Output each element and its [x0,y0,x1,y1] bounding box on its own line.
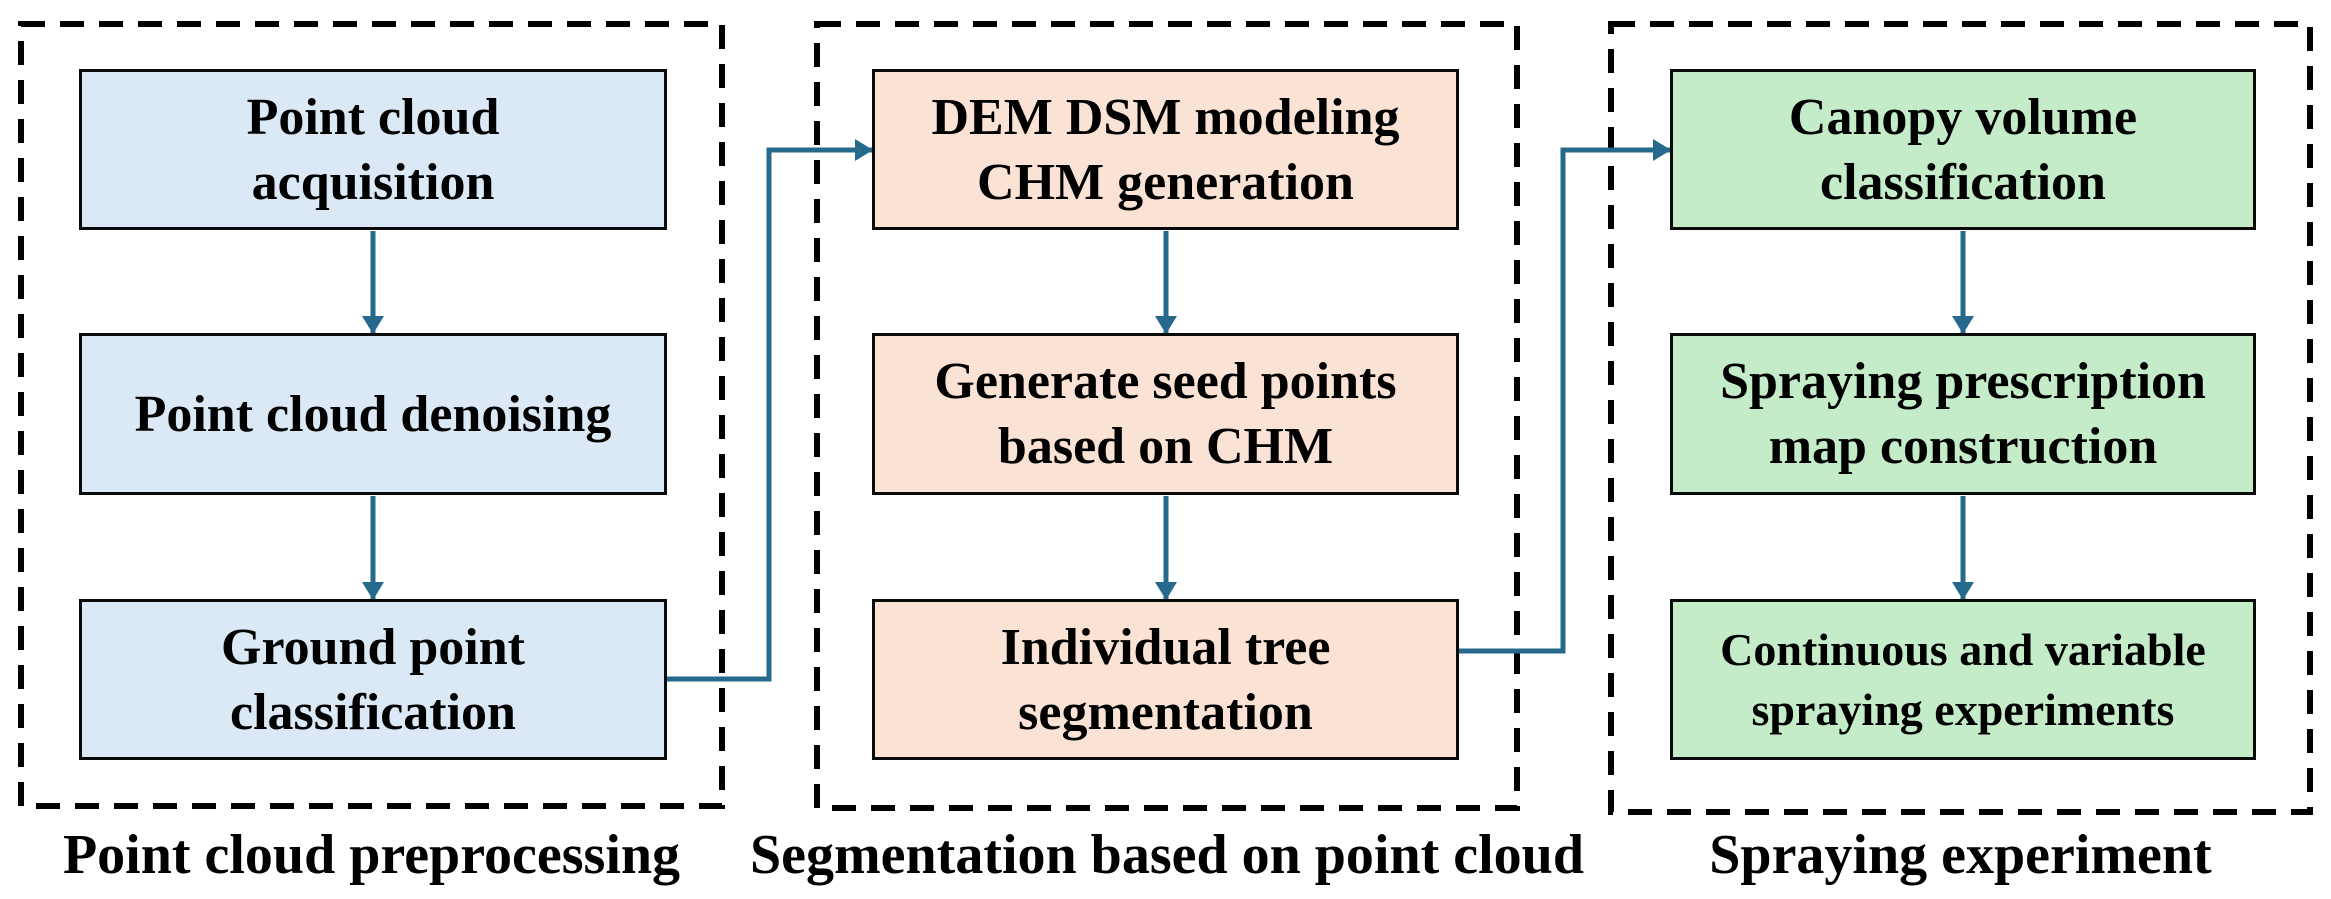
box-generate-seed-points: Generate seed points based on CHM [872,333,1459,495]
segmentation-group-border [814,21,1520,811]
caption-segmentation-based-on-point-cloud: Segmentation based on point cloud [750,824,1584,886]
box-individual-tree-segmentation: Individual tree segmentation [872,599,1459,760]
spraying-group-border [1608,21,2313,815]
caption-point-cloud-preprocessing: Point cloud preprocessing [62,824,681,886]
box-point-cloud-denoising: Point cloud denoising [79,333,667,495]
preprocessing-group-border [18,21,725,809]
box-spraying-prescription-map: Spraying prescription map construction [1670,333,2256,495]
box-dem-dsm-modeling: DEM DSM modeling CHM generation [872,69,1459,230]
box-point-cloud-acquisition: Point cloud acquisition [79,69,667,230]
connector-ground-to-dem [666,139,873,682]
box-canopy-volume-classification: Canopy volume classification [1670,69,2256,230]
box-continuous-variable-spraying: Continuous and variable spraying experim… [1670,599,2256,760]
box-ground-point-classification: Ground point classification [79,599,667,760]
connector-tree-to-canopy [1458,139,1671,654]
caption-spraying-experiment: Spraying experiment [1709,824,2212,886]
